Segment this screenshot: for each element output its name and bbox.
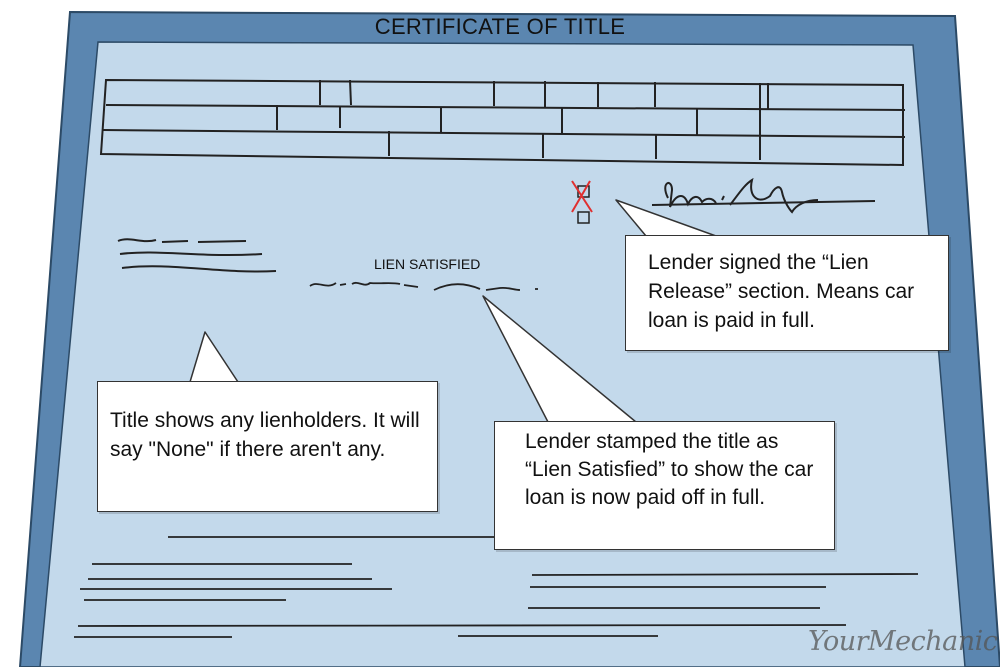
checked-x-mark: [571, 180, 593, 213]
certificate-text-lines: [74, 536, 919, 638]
callout-lender-stamped: Lender stamped the title as “Lien Satisf…: [494, 421, 835, 550]
callout-lienholders: Title shows any lienholders. It will say…: [97, 381, 438, 512]
stamp-scribble: [309, 281, 538, 291]
callout-tails: [189, 199, 717, 423]
lien-satisfied-stamp: LIEN SATISFIED: [374, 256, 481, 272]
callout-lender-signed: Lender signed the “Lien Release” section…: [625, 235, 949, 351]
lienholder-scribble: [117, 238, 277, 273]
yourmechanic-logo: YourMechanic: [808, 626, 998, 657]
title-info-table: [99, 78, 906, 167]
certificate-title: CERTIFICATE OF TITLE: [374, 14, 626, 39]
lender-signature: [651, 177, 876, 214]
